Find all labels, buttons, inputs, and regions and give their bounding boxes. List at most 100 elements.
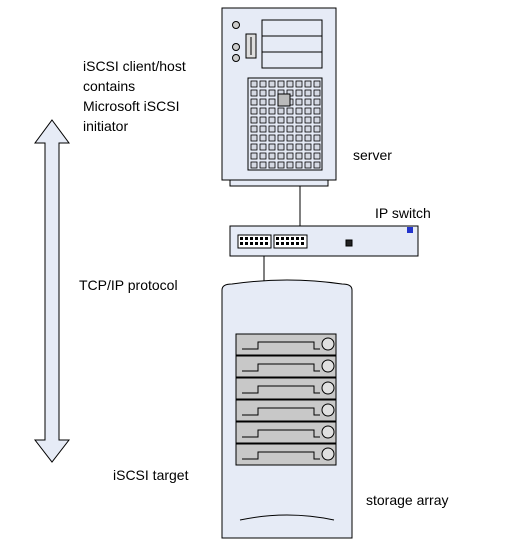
grille-cell — [250, 80, 258, 88]
grille-cell — [304, 134, 312, 142]
reset-button-icon — [232, 54, 240, 62]
grille-cell — [250, 161, 258, 169]
grille-cell — [250, 143, 258, 151]
grille-cell — [259, 80, 267, 88]
client-label-line4: initiator — [83, 118, 129, 134]
grille-cell — [259, 89, 267, 97]
switch-port — [296, 242, 299, 245]
grille-cell — [304, 107, 312, 115]
grille-cell — [286, 134, 294, 142]
grille-cell — [268, 125, 276, 133]
disk-drive-handle — [242, 451, 320, 460]
grille-cell — [286, 107, 294, 115]
grille-cell — [268, 116, 276, 124]
switch-port — [265, 242, 268, 245]
grille-cell — [250, 152, 258, 160]
grille-cell — [277, 161, 285, 169]
switch-port — [245, 237, 248, 240]
grille-cell — [313, 107, 321, 115]
switch-port — [296, 237, 299, 240]
switch-port — [276, 242, 279, 245]
grille-cell — [295, 107, 303, 115]
disk-drive-led-icon — [321, 425, 335, 439]
disk-drive-led-icon — [321, 381, 335, 395]
storage-drive-stack — [235, 333, 337, 466]
disk-drive-handle — [242, 363, 320, 372]
tcp-ip-double-arrow — [33, 119, 71, 463]
server-label: server — [353, 147, 392, 163]
grille-cell — [268, 152, 276, 160]
grille-cell — [250, 116, 258, 124]
grille-cell — [313, 125, 321, 133]
grille-cell — [313, 161, 321, 169]
grille-cell — [259, 125, 267, 133]
grille-cell — [250, 98, 258, 106]
grille-cell — [304, 80, 312, 88]
client-label-line1: iSCSI client/host — [83, 58, 186, 74]
switch-port — [286, 237, 289, 240]
drive-bay-2 — [261, 35, 323, 53]
grille-cell — [295, 152, 303, 160]
switch-port — [265, 237, 268, 240]
grille-cell — [259, 98, 267, 106]
switch-port — [281, 237, 284, 240]
grille-cell — [259, 134, 267, 142]
disk-drive-handle — [242, 341, 320, 350]
switch-port — [260, 242, 263, 245]
grille-cell — [268, 134, 276, 142]
disk-drive — [235, 377, 337, 400]
grille-cell — [295, 80, 303, 88]
grille-cell — [259, 152, 267, 160]
grille-cell — [277, 80, 285, 88]
storage-base-curve — [239, 514, 335, 521]
grille-cell — [250, 107, 258, 115]
grille-cell — [250, 89, 258, 97]
drive-bay-3 — [261, 51, 323, 69]
switch-port — [301, 242, 304, 245]
grille-cell — [286, 143, 294, 151]
grille-cell — [277, 107, 285, 115]
disk-drive — [235, 399, 337, 422]
switch-port-banks — [237, 234, 308, 249]
disk-drive — [235, 355, 337, 378]
grille-cell — [268, 80, 276, 88]
grille-cell — [295, 98, 303, 106]
ip-switch — [229, 225, 419, 257]
port-bank — [273, 234, 308, 249]
switch-port — [286, 242, 289, 245]
grille-cell — [286, 152, 294, 160]
grille-cell — [304, 116, 312, 124]
grille-cell — [313, 152, 321, 160]
switch-port — [281, 242, 284, 245]
server-tower — [221, 7, 337, 187]
grille-cell — [304, 161, 312, 169]
grille-cell — [277, 125, 285, 133]
grille-cell — [295, 116, 303, 124]
drive-bay-1 — [261, 19, 323, 37]
disk-drive-led-icon — [321, 403, 335, 417]
grille-cell — [295, 161, 303, 169]
power-button-icon — [232, 43, 240, 51]
disk-drive-led-icon — [321, 359, 335, 373]
disk-drive — [235, 443, 337, 466]
grille-cell — [304, 143, 312, 151]
storage-array-label: storage array — [366, 492, 449, 508]
switch-port — [240, 242, 243, 245]
disk-drive-handle — [242, 429, 320, 438]
switch-port — [301, 237, 304, 240]
grille-cell — [304, 152, 312, 160]
grille-cell — [313, 116, 321, 124]
grille-cell — [295, 125, 303, 133]
client-label-line3: Microsoft iSCSI — [83, 98, 180, 114]
switch-port — [245, 242, 248, 245]
switch-port — [255, 242, 258, 245]
grille-cell — [313, 134, 321, 142]
grille-cell — [313, 98, 321, 106]
grille-cell — [277, 134, 285, 142]
grille-cell — [250, 125, 258, 133]
grille-cell — [295, 89, 303, 97]
power-led-icon — [232, 21, 240, 29]
ip-switch-label: IP switch — [375, 205, 431, 221]
disk-drive-handle — [242, 385, 320, 394]
